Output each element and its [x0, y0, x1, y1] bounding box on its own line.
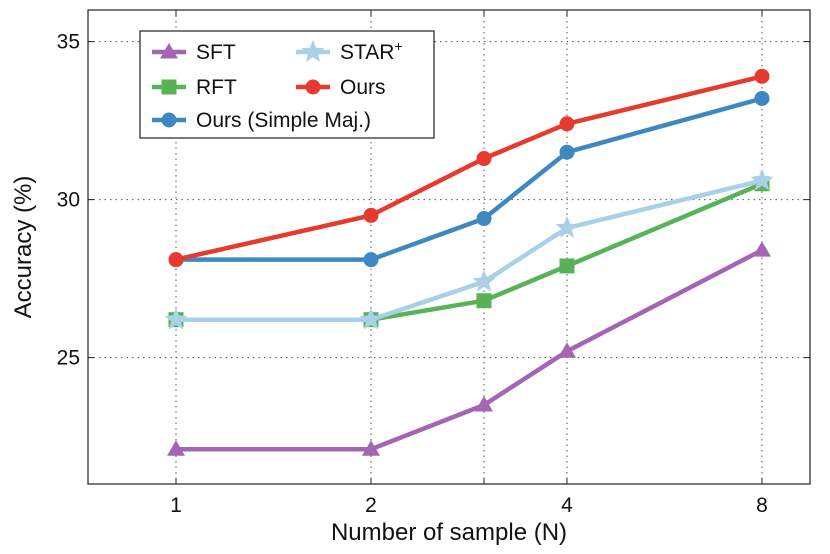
triangle-marker: [475, 396, 493, 412]
legend-label: SFT: [196, 41, 236, 64]
axis-ticks: 1 2 4 8 25 30 35: [57, 10, 810, 517]
legend-label: Ours: [340, 76, 386, 99]
series-line: [173, 178, 765, 322]
legend-box: [139, 30, 435, 139]
triangle-marker: [753, 241, 771, 257]
legend-item: RFT: [152, 76, 237, 99]
square-marker: [559, 258, 575, 274]
triangle-marker: [558, 342, 576, 358]
triangle-marker: [362, 440, 380, 456]
legend-label: Ours (Simple Maj.): [196, 109, 371, 132]
star-marker: [301, 40, 325, 62]
triangle-marker: [167, 440, 185, 456]
x-axis-title: Number of sample (N): [331, 519, 567, 546]
circle-marker: [363, 207, 379, 223]
circle-marker: [476, 151, 492, 167]
series-star: [164, 168, 774, 330]
square-marker: [161, 79, 177, 95]
x-tick-label: 8: [756, 494, 768, 517]
legend-label: RFT: [196, 76, 237, 99]
legend-item: SFT: [152, 41, 236, 64]
series-ours: [168, 68, 770, 268]
circle-marker: [476, 211, 492, 227]
legend: SFT RFT Ours (Simple Maj.) STAR+ Ours: [139, 30, 435, 139]
legend-label: STAR+: [340, 38, 403, 64]
star-marker: [472, 269, 496, 292]
circle-marker: [559, 144, 575, 160]
y-tick-label: 30: [57, 189, 80, 212]
plot-area-frame: [87, 9, 811, 485]
square-marker: [476, 293, 492, 309]
x-tick-label: 1: [170, 494, 182, 517]
legend-item: STAR+: [296, 38, 403, 64]
x-tick-label: 2: [365, 494, 377, 517]
circle-marker: [754, 68, 770, 84]
star-marker: [359, 307, 383, 330]
circle-marker: [305, 79, 321, 95]
series-ours-simple-maj: [168, 90, 770, 268]
star-marker: [555, 216, 579, 238]
circle-marker: [168, 252, 184, 268]
y-tick-label: 35: [57, 31, 80, 54]
x-tick-label: 4: [561, 494, 573, 517]
legend-item: Ours: [296, 76, 386, 99]
star-marker: [750, 168, 774, 191]
y-tick-label: 25: [57, 347, 80, 370]
series-sft: [167, 241, 771, 456]
circle-marker: [161, 112, 177, 128]
series-lines: [164, 68, 774, 456]
triangle-marker: [160, 43, 178, 59]
y-axis-title: Accuracy (%): [10, 176, 37, 319]
circle-marker: [363, 252, 379, 268]
legend-item: Ours (Simple Maj.): [152, 109, 371, 132]
legend-label-superscript: +: [394, 38, 402, 54]
series-line: [173, 247, 765, 452]
star-marker: [164, 307, 188, 330]
circle-marker: [559, 116, 575, 132]
circle-marker: [754, 90, 770, 106]
